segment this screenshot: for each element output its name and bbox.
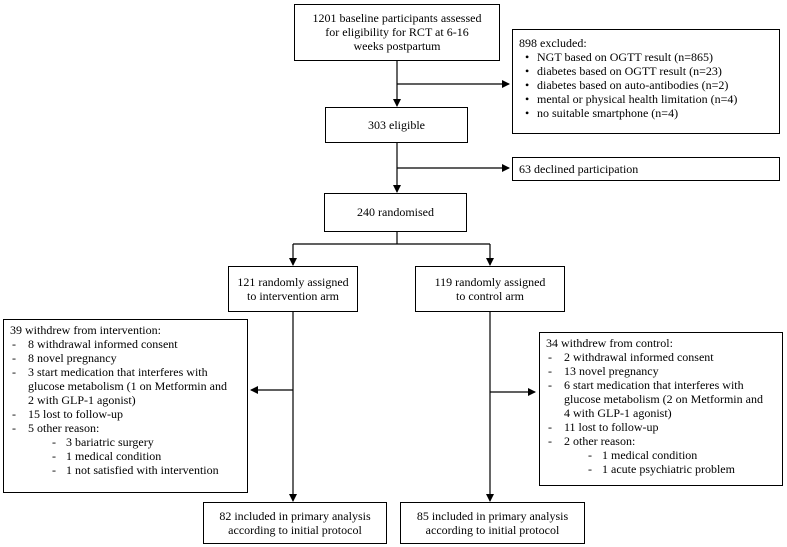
withdrew-control-item: 2 other reason:	[546, 434, 776, 448]
randomised-label: 240 randomised	[357, 205, 434, 219]
withdrew-intervention-item: glucose metabolism (1 on Metformin and	[28, 379, 227, 393]
analysis-intervention-line-2: according to initial protocol	[228, 523, 362, 537]
withdrew-intervention-subitem: 1 medical condition	[10, 449, 241, 463]
baseline-box: 1201 baseline participants assessed for …	[294, 4, 500, 61]
withdrew-intervention-item: 8 withdrawal informed consent	[10, 337, 241, 351]
intervention-line-1: 121 randomly assigned	[237, 275, 349, 289]
excluded-item: NGT based on OGTT result (n=865)	[519, 50, 773, 64]
control-arm-box: 119 randomly assigned to control arm	[415, 266, 565, 312]
baseline-line-2: for eligibility for RCT at 6-16	[325, 25, 469, 39]
withdrew-control-subitem: 1 acute psychiatric problem	[546, 462, 776, 476]
withdrew-intervention-item: 15 lost to follow-up	[10, 407, 241, 421]
excluded-item: no suitable smartphone (n=4)	[519, 106, 773, 120]
intervention-arm-box: 121 randomly assigned to intervention ar…	[228, 266, 358, 312]
excluded-item: diabetes based on OGTT result (n=23)	[519, 64, 773, 78]
randomised-box: 240 randomised	[324, 193, 467, 232]
withdrew-control-item: 2 withdrawal informed consent	[546, 350, 776, 364]
withdrew-control-item: 6 start medication that interferes with	[546, 378, 776, 392]
eligible-label: 303 eligible	[368, 118, 425, 132]
withdrew-intervention-subitem: 1 not satisfied with intervention	[10, 463, 241, 477]
withdrew-control-item: glucose metabolism (2 on Metformin and	[564, 392, 763, 406]
withdrew-control-title: 34 withdrew from control:	[546, 336, 673, 350]
withdrew-intervention-item: 3 start medication that interferes with	[10, 365, 241, 379]
control-line-1: 119 randomly assigned	[434, 275, 546, 289]
excluded-box: 898 excluded: NGT based on OGTT result (…	[512, 29, 780, 134]
withdrew-intervention-item: 2 with GLP-1 agonist)	[28, 393, 136, 407]
intervention-line-2: to intervention arm	[247, 289, 339, 303]
analysis-control-line-2: according to initial protocol	[425, 523, 560, 537]
withdrew-control-subitem: 1 medical condition	[546, 448, 776, 462]
withdrew-control-item: 4 with GLP-1 agonist)	[564, 406, 672, 420]
excluded-item: mental or physical health limitation (n=…	[519, 92, 773, 106]
excluded-title: 898 excluded:	[519, 36, 587, 50]
withdrew-intervention-item: 5 other reason:	[10, 421, 241, 435]
analysis-intervention-line-1: 82 included in primary analysis	[219, 509, 371, 523]
withdrew-intervention-subitem: 3 bariatric surgery	[10, 435, 241, 449]
excluded-item: diabetes based on auto-antibodies (n=2)	[519, 78, 773, 92]
analysis-intervention-box: 82 included in primary analysis accordin…	[203, 502, 387, 544]
withdrew-control-box: 34 withdrew from control: 2 withdrawal i…	[539, 332, 783, 486]
analysis-control-box: 85 included in primary analysis accordin…	[400, 502, 585, 544]
analysis-control-line-1: 85 included in primary analysis	[416, 509, 569, 523]
withdrew-intervention-title: 39 withdrew from intervention:	[10, 323, 161, 337]
withdrew-control-item: 11 lost to follow-up	[546, 420, 776, 434]
baseline-line-3: weeks postpartum	[353, 39, 441, 53]
baseline-line-1: 1201 baseline participants assessed	[312, 11, 482, 25]
control-line-2: to control arm	[456, 289, 524, 303]
declined-box: 63 declined participation	[512, 157, 780, 181]
withdrew-intervention-box: 39 withdrew from intervention: 8 withdra…	[3, 319, 248, 493]
withdrew-control-item: 13 novel pregnancy	[546, 364, 776, 378]
eligible-box: 303 eligible	[325, 107, 468, 143]
withdrew-intervention-item: 8 novel pregnancy	[10, 351, 241, 365]
declined-label: 63 declined participation	[519, 162, 639, 176]
